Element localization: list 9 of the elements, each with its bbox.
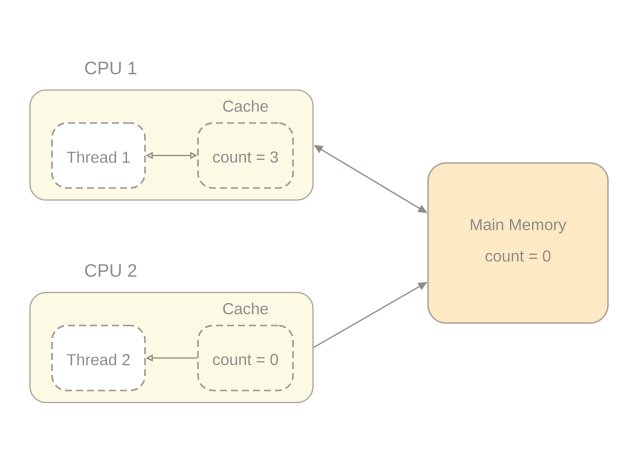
cache-box: count = 3: [197, 122, 294, 189]
cache-label: Cache: [223, 100, 268, 112]
cpu-label: CPU 2: [85, 264, 136, 277]
cpu-label: CPU 1: [85, 62, 136, 74]
cache-box: count = 0: [197, 324, 294, 392]
thread-box: Thread 2: [51, 324, 146, 392]
memory-box: Main Memory count = 0: [427, 162, 609, 324]
thread-box: Thread 1: [51, 122, 146, 189]
cache-label: Cache: [223, 302, 268, 314]
